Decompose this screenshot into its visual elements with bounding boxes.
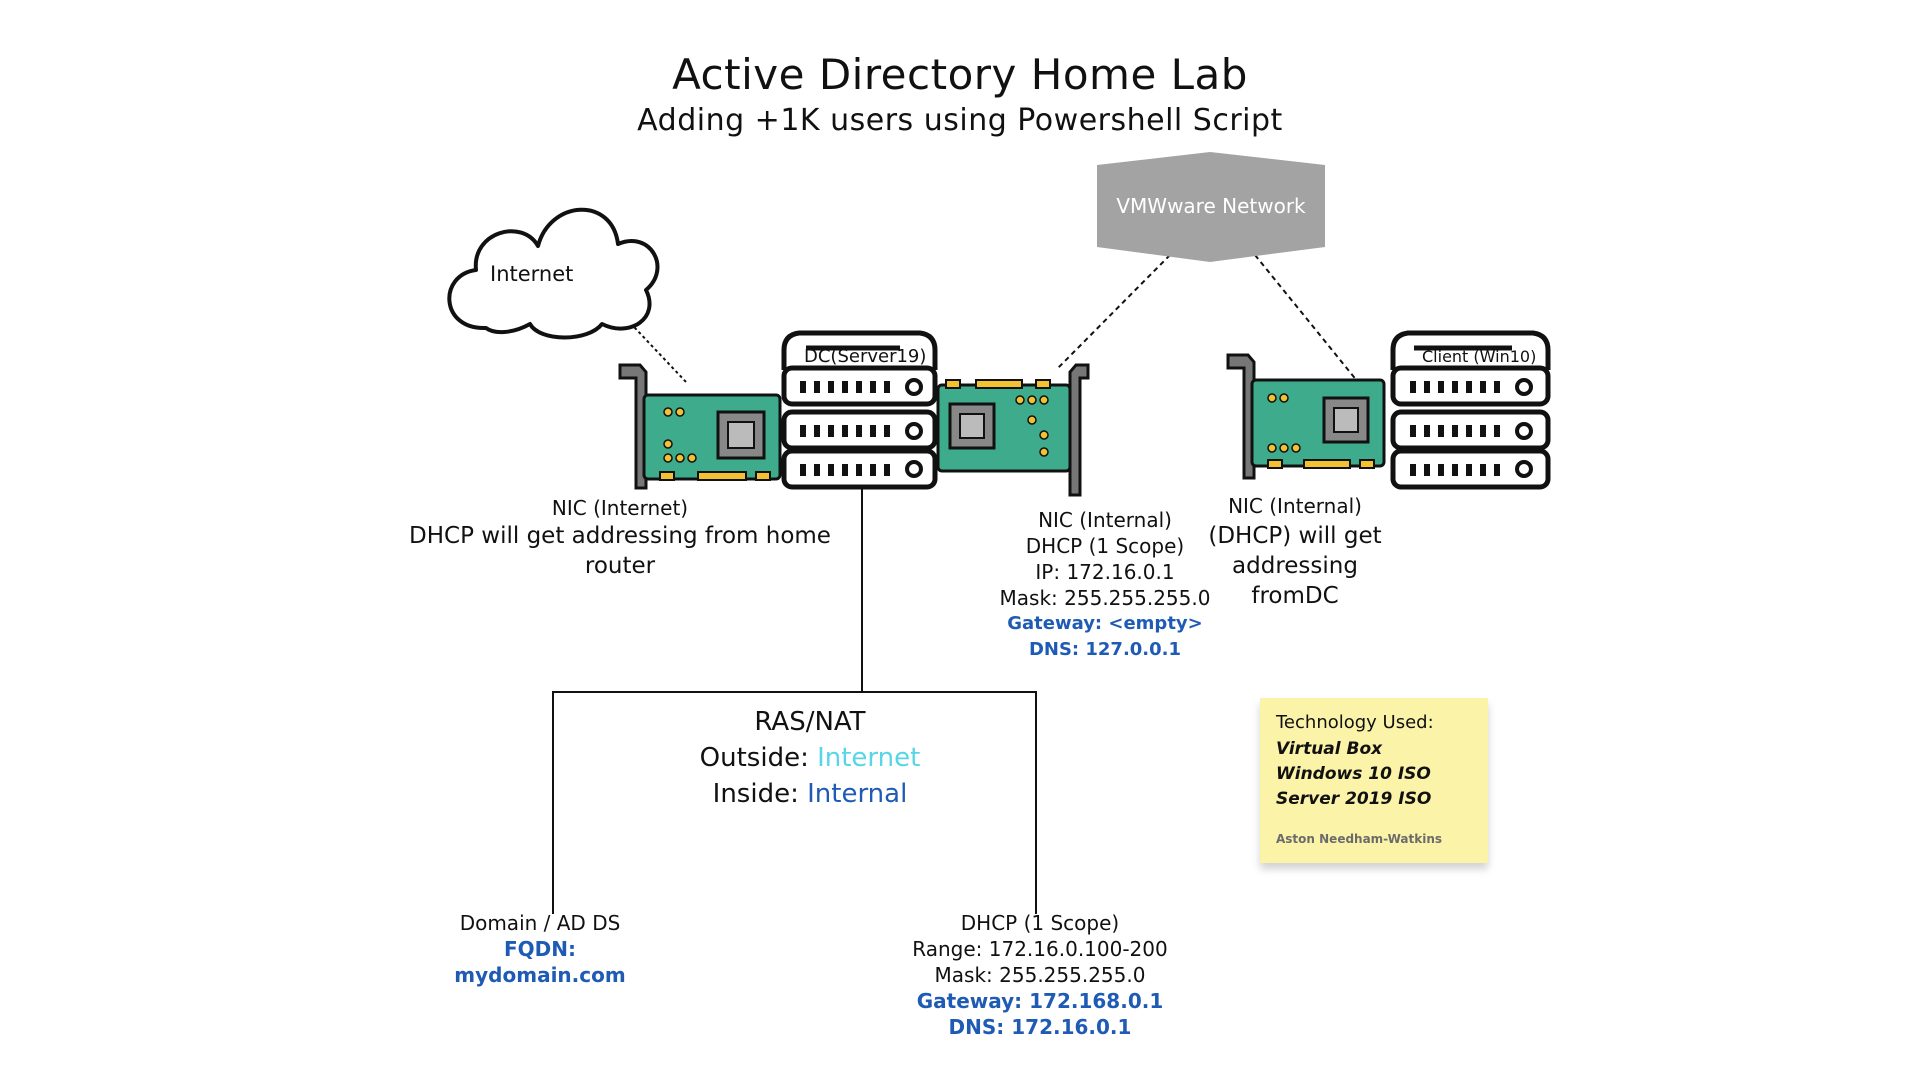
client-server-label: Client (Win10) [1422, 347, 1537, 366]
ras-nat-title: RAS/NAT [754, 707, 866, 737]
nic-internal-label: NIC (Internal) DHCP (1 Scope) IP: 172.16… [985, 507, 1225, 663]
technology-note: Technology Used: Virtual Box Windows 10 … [1260, 698, 1488, 863]
dhcp-scope-mask: Mask: 255.255.255.0 [934, 963, 1146, 987]
note-author: Aston Needham-Watkins [1276, 832, 1443, 846]
nic-card-client-icon [1226, 353, 1386, 480]
dhcp-scope-gateway: Gateway: 172.168.0.1 [916, 989, 1164, 1013]
internet-label: Internet [490, 262, 574, 286]
page-subtitle: Adding +1K users using Powershell Script [637, 103, 1283, 138]
dhcp-scope-range: Range: 172.16.0.100-200 [912, 937, 1168, 961]
note-heading: Technology Used: [1276, 712, 1434, 733]
services-bracket [552, 691, 1037, 914]
link-vmware-client-nic [1254, 254, 1359, 383]
dc-server-drive-dots [800, 381, 890, 476]
vmware-network-shape [1097, 152, 1325, 262]
client-nic-line2: (DHCP) will get [1208, 523, 1382, 549]
dc-server-leds [905, 378, 923, 478]
nic-internet-label: NIC (Internet) DHCP will get addressing … [380, 495, 860, 581]
ras-outside-line: Outside: Internet [660, 740, 960, 776]
ras-outside-label: Outside: [699, 743, 818, 773]
nic-internal-dns: DNS: 127.0.0.1 [1028, 639, 1182, 660]
ras-nat-block: RAS/NAT Outside: Internet Inside: Intern… [660, 704, 960, 812]
dhcp-scope-dns: DNS: 172.16.0.1 [948, 1015, 1132, 1039]
ras-inside-label: Inside: [712, 779, 808, 809]
nic-internet-title: NIC (Internet) [551, 496, 689, 520]
client-server-leds [1515, 378, 1533, 478]
note-item-virtualbox: Virtual Box [1276, 739, 1383, 759]
dc-server-icon [781, 330, 938, 490]
client-server-drive-dots [1410, 381, 1500, 476]
nic-card-internal-icon [936, 363, 1090, 497]
link-vmware-dc-nic [1057, 254, 1171, 369]
internet-cloud-icon [447, 207, 660, 340]
client-nic-label: NIC (Internal) (DHCP) will get addressin… [1200, 491, 1390, 611]
domain-adds-block: Domain / AD DS FQDN: mydomain.com [420, 910, 660, 988]
ras-inside-line: Inside: Internal [660, 776, 960, 812]
page-title: Active Directory Home Lab [672, 50, 1248, 99]
nic-internet-desc: DHCP will get addressing from home route… [409, 523, 831, 579]
nic-card-internet-icon [618, 363, 782, 490]
client-nic-title: NIC (Internal) [1228, 494, 1362, 518]
nic-internal-title: NIC (Internal) [1038, 508, 1172, 532]
domain-fqdn: FQDN: mydomain.com [454, 937, 626, 987]
dhcp-scope-title: DHCP (1 Scope) [960, 911, 1120, 935]
note-item-windows10: Windows 10 ISO [1276, 764, 1431, 784]
dc-server-label: DC(Server19) [804, 346, 927, 367]
vmware-network-label: VMWware Network [1116, 194, 1306, 218]
ras-inside-value: Internal [807, 779, 908, 809]
nic-internal-mask: Mask: 255.255.255.0 [999, 586, 1211, 610]
client-nic-line3: addressing [1232, 553, 1358, 579]
nic-internal-dhcp: DHCP (1 Scope) [1025, 534, 1185, 558]
client-nic-line4: fromDC [1251, 583, 1339, 609]
nic-internal-ip: IP: 172.16.0.1 [1035, 560, 1175, 584]
diagram-title-block: Active Directory Home Lab Adding +1K use… [0, 50, 1920, 138]
nic-internal-gateway: Gateway: <empty> [1007, 613, 1203, 634]
note-item-server2019: Server 2019 ISO [1276, 789, 1432, 809]
domain-adds-title: Domain / AD DS [459, 911, 621, 935]
dhcp-scope-block: DHCP (1 Scope) Range: 172.16.0.100-200 M… [910, 910, 1170, 1040]
ras-outside-value: Internet [817, 743, 921, 773]
link-internet-nic [617, 309, 687, 383]
